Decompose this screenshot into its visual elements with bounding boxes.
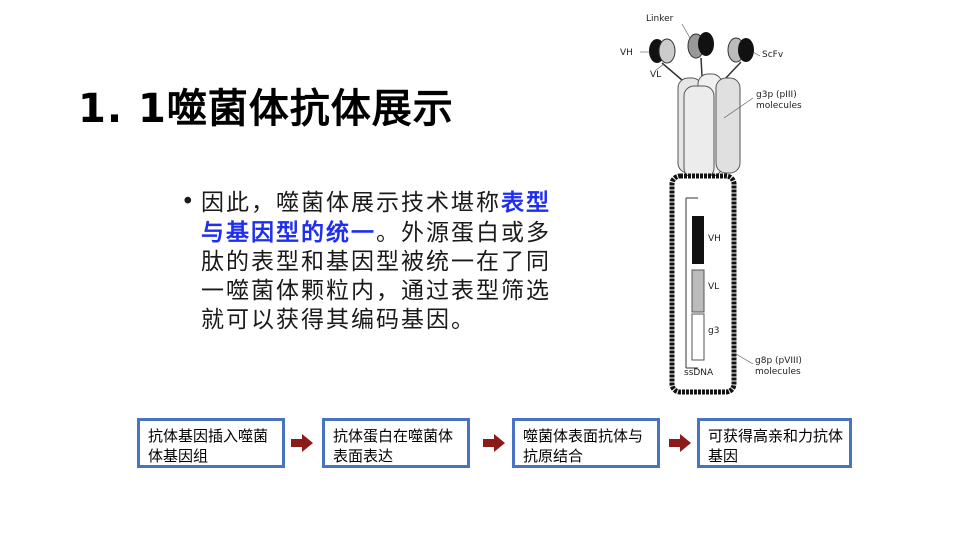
flow-step-2: 抗体蛋白在噬菌体表面表达 [322, 418, 470, 468]
label-scfv: ScFv [762, 50, 784, 60]
label-g3: g3 [708, 326, 720, 336]
label-g3p: g3p (pIII) [756, 90, 797, 100]
scfv-head-left [649, 38, 676, 64]
label-vh-gene: VH [708, 234, 721, 244]
g3p-cylinders [677, 73, 741, 179]
flow-arrow-icon [291, 434, 313, 452]
label-g3p-sub: molecules [756, 101, 802, 111]
bullet-suffix: 。外源蛋白或多肽的表型和基因型被统一在了同一噬菌体颗粒内，通过表型筛选就可以获得… [201, 220, 551, 333]
bullet-text: 因此，噬菌体展示技术堪称表型与基因型的统一。外源蛋白或多肽的表型和基因型被统一在… [183, 188, 553, 335]
bullet-highlight: 表型与基因型的统一 [201, 189, 551, 246]
flow-arrow-icon [669, 434, 691, 452]
phage-diagram: Linker VH VL ScFv g3p (pIII) molecules V… [620, 8, 830, 398]
slide-title: 1. 1噬菌体抗体展示 [78, 86, 454, 132]
bullet-paragraph: • 因此，噬菌体展示技术堪称表型与基因型的统一。外源蛋白或多肽的表型和基因型被统… [181, 188, 553, 335]
label-linker: Linker [646, 14, 674, 24]
label-g8p: g8p (pVIII) [755, 356, 802, 366]
flow-arrow-icon [483, 434, 505, 452]
flow-step-4: 可获得高亲和力抗体基因 [697, 418, 852, 468]
phage-illustration [640, 23, 761, 395]
scfv-head-middle [687, 32, 714, 59]
bullet-marker: • [181, 189, 197, 215]
scfv-head-right [727, 37, 754, 63]
gene-construct [685, 197, 705, 369]
label-g8p-sub: molecules [755, 367, 801, 377]
label-ssdna: ssDNA [684, 368, 714, 378]
label-vh-top: VH [620, 48, 633, 58]
flow-step-3: 噬菌体表面抗体与抗原结合 [512, 418, 660, 468]
label-vl-top: VL [650, 70, 662, 80]
label-vl-gene: VL [708, 282, 720, 292]
bullet-prefix: 因此，噬菌体展示技术堪称 [201, 190, 501, 216]
flow-step-1: 抗体基因插入噬菌体基因组 [137, 418, 285, 468]
